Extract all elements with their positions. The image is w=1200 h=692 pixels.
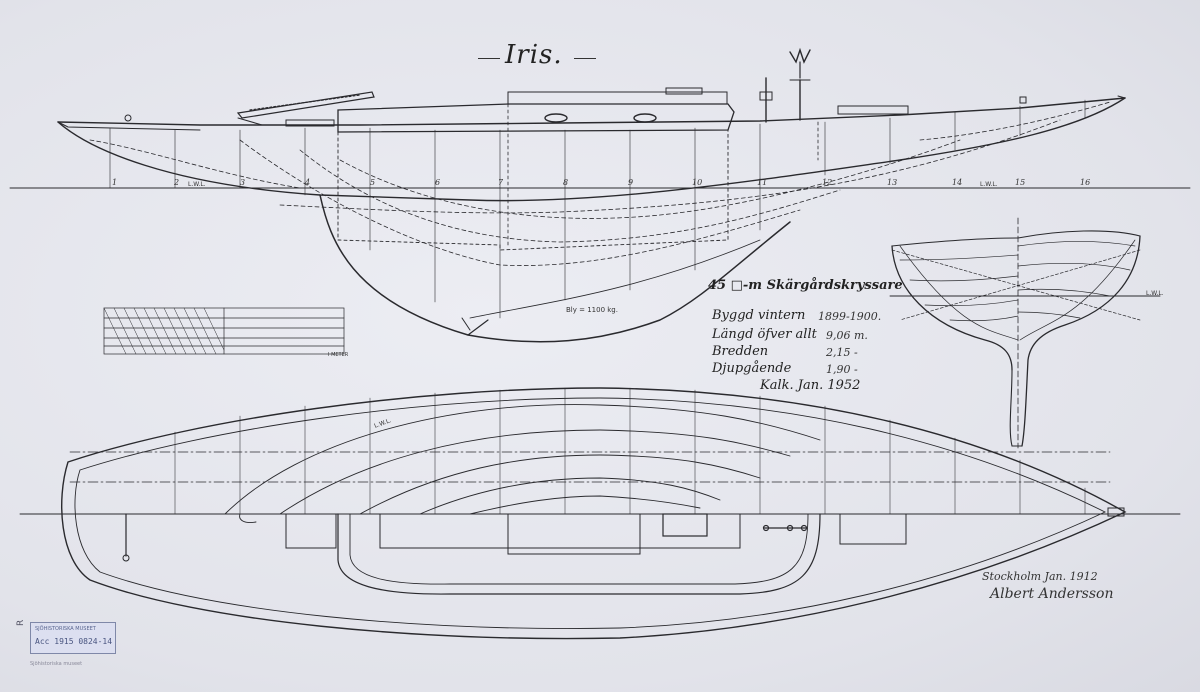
station-label: 12: [822, 178, 833, 187]
stamp-institution: SJÖHISTORISKA MUSEET: [35, 626, 96, 632]
spec-row-value: 1899-1900.: [818, 310, 882, 323]
waterline-tag: L.W.L.: [1146, 290, 1164, 297]
spec-row-label: Längd öfver allt: [712, 327, 817, 342]
station-label: 4: [305, 178, 311, 187]
spec-note: Kalk. Jan. 1952: [760, 378, 861, 393]
spec-row-value: 1,90 -: [826, 363, 858, 376]
station-label: 8: [563, 178, 569, 187]
hull-bottom: [57, 97, 1126, 202]
spec-heading: 45 □-m Skärgårdskryssare: [708, 278, 903, 293]
signature-name: Albert Andersson: [990, 586, 1114, 602]
stamp-accession: Acc 1915 0824-14: [35, 637, 113, 646]
spec-row-value: 2,15 -: [826, 346, 858, 359]
station-label: 10: [692, 178, 703, 187]
spec-row-label: Byggd vintern: [712, 308, 806, 323]
station-label: 7: [498, 178, 504, 187]
station-label: 2: [174, 178, 180, 187]
spec-row-label: Djupgående: [712, 361, 792, 376]
ballast-label: Bly = 1100 kg.: [566, 306, 618, 314]
scale-unit-label: I METER: [328, 352, 349, 358]
archive-stamp: SJÖHISTORISKA MUSEET Acc 1915 0824-14: [30, 622, 116, 654]
drawing-title: Iris.: [505, 40, 563, 70]
waterline-tag: L.W.L.: [980, 181, 998, 188]
spec-row-value: 9,06 m.: [826, 329, 868, 342]
scale-bar: [103, 307, 345, 355]
sheer-line: [57, 97, 1126, 126]
station-label: 5: [370, 178, 376, 187]
profile-view: [9, 47, 1191, 343]
station-label: 16: [1080, 178, 1091, 187]
title-underline-left: [478, 58, 500, 59]
signature-place-date: Stockholm Jan. 1912: [982, 570, 1098, 583]
deck-outline: [61, 387, 1127, 640]
station-label: 1: [112, 178, 118, 187]
footer-note: Sjöhistoriska museet: [30, 661, 83, 667]
station-label: 14: [952, 178, 963, 187]
station-label: 6: [435, 178, 441, 187]
station-label: 13: [887, 178, 898, 187]
spec-row-label: Bredden: [712, 344, 769, 359]
waterline-tag: L.W.L.: [188, 181, 206, 188]
cabin-top: [337, 103, 735, 133]
station-label: 9: [628, 178, 634, 187]
station-label: 3: [240, 178, 246, 187]
fin-keel: [319, 194, 791, 343]
stamp-side-mark: R: [16, 619, 26, 626]
title-underline-right: [574, 58, 596, 59]
station-label: 15: [1015, 178, 1026, 187]
body-plan: [889, 217, 1161, 449]
station-label: 11: [757, 178, 768, 187]
plan-view: [19, 387, 1181, 640]
